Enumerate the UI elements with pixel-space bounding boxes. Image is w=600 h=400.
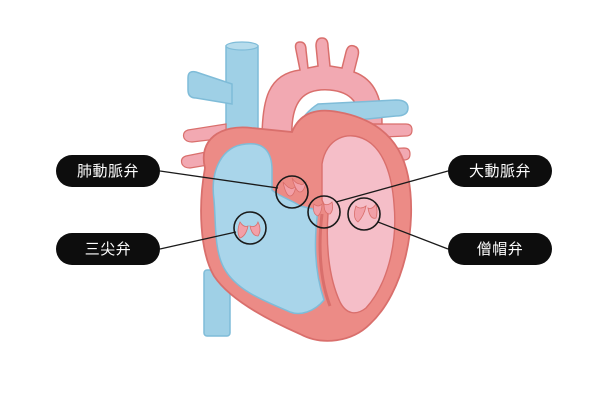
aortic-valve-leader [335, 170, 449, 203]
pulmonary-valve-marker [275, 175, 309, 209]
pulmonary-valve-leader [159, 170, 279, 189]
aortic-valve-label: 大動脈弁 [448, 155, 552, 187]
mitral-valve-label: 僧帽弁 [448, 233, 552, 265]
mitral-valve-leader [377, 221, 449, 250]
tricuspid-valve-label: 三尖弁 [56, 233, 160, 265]
valve-leaflets [237, 177, 378, 239]
pulmonary-artery-left-branches [187, 70, 233, 105]
leader-lines [159, 170, 449, 250]
tricuspid-valve-marker [233, 211, 267, 245]
valve-marker-circles [233, 175, 381, 245]
right-heart-chambers [212, 142, 325, 315]
interventricular-septum [318, 213, 332, 307]
tricuspid-valve-leader [159, 231, 237, 250]
aortic-valve-marker [307, 195, 341, 229]
mitral-valve-marker [347, 197, 381, 231]
left-heart-chambers [321, 135, 396, 314]
pulmonary-valve-label: 肺動脈弁 [56, 155, 160, 187]
